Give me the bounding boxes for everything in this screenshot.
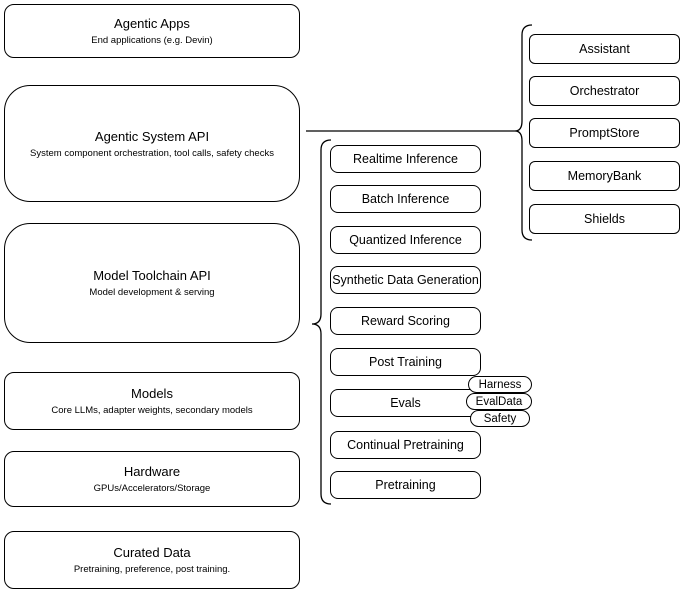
layer-title: Curated Data (113, 545, 191, 560)
layer-title: Hardware (123, 464, 181, 479)
evals-tag-label: Safety (483, 412, 517, 425)
toolchain-item-batch-inference: Batch Inference (330, 185, 481, 213)
toolchain-item-label: Synthetic Data Generation (332, 273, 479, 287)
layer-box-model-toolchain-api: Model Toolchain API Model development & … (4, 223, 300, 343)
evals-tag-harness: Harness (468, 376, 532, 393)
component-item-promptstore: PromptStore (529, 118, 680, 148)
component-item-memorybank: MemoryBank (529, 161, 680, 191)
evals-tag-evaldata: EvalData (466, 393, 532, 410)
toolchain-item-label: Batch Inference (361, 192, 450, 206)
layer-box-agentic-system-api: Agentic System API System component orch… (4, 85, 300, 202)
layer-subtitle: End applications (e.g. Devin) (91, 35, 213, 46)
layer-title: Model Toolchain API (93, 268, 211, 283)
component-item-assistant: Assistant (529, 34, 680, 64)
component-item-shields: Shields (529, 204, 680, 234)
component-item-orchestrator: Orchestrator (529, 76, 680, 106)
layer-subtitle: System component orchestration, tool cal… (30, 147, 274, 159)
toolchain-item-label: Quantized Inference (349, 233, 462, 247)
component-item-label: Assistant (579, 42, 630, 56)
evals-tag-safety: Safety (470, 410, 530, 427)
toolchain-item-evals: Evals (330, 389, 481, 417)
toolchain-item-quantized-inference: Quantized Inference (330, 226, 481, 254)
component-item-label: Shields (584, 212, 625, 226)
toolchain-item-label: Realtime Inference (353, 152, 458, 166)
layer-subtitle: Pretraining, preference, post training. (73, 564, 231, 575)
toolchain-item-reward-scoring: Reward Scoring (330, 307, 481, 335)
layer-subtitle: Core LLMs, adapter weights, secondary mo… (51, 405, 253, 416)
evals-tag-label: EvalData (475, 395, 523, 408)
layer-box-agentic-apps: Agentic Apps End applications (e.g. Devi… (4, 4, 300, 58)
layer-box-models: Models Core LLMs, adapter weights, secon… (4, 372, 300, 430)
toolchain-item-synthetic-data-generation: Synthetic Data Generation (330, 266, 481, 294)
layer-box-curated-data: Curated Data Pretraining, preference, po… (4, 531, 300, 589)
components-brace (514, 24, 533, 241)
toolchain-item-label: Post Training (369, 355, 442, 369)
evals-tag-label: Harness (478, 378, 522, 391)
component-item-label: Orchestrator (569, 84, 640, 98)
layer-title: Agentic Apps (114, 16, 190, 31)
layer-title: Models (131, 386, 173, 401)
toolchain-item-label: Reward Scoring (361, 314, 450, 328)
toolchain-item-realtime-inference: Realtime Inference (330, 145, 481, 173)
toolchain-item-label: Evals (390, 396, 421, 410)
toolchain-item-label: Continual Pretraining (347, 438, 464, 452)
toolchain-brace (311, 139, 332, 505)
toolchain-item-continual-pretraining: Continual Pretraining (330, 431, 481, 459)
toolchain-item-post-training: Post Training (330, 348, 481, 376)
toolchain-item-pretraining: Pretraining (330, 471, 481, 499)
toolchain-item-label: Pretraining (375, 478, 436, 492)
component-item-label: MemoryBank (567, 169, 642, 183)
layer-title: Agentic System API (94, 128, 210, 144)
layer-subtitle: Model development & serving (89, 287, 215, 298)
component-item-label: PromptStore (569, 126, 640, 140)
layer-subtitle: GPUs/Accelerators/Storage (93, 483, 211, 494)
layer-box-hardware: Hardware GPUs/Accelerators/Storage (4, 451, 300, 507)
